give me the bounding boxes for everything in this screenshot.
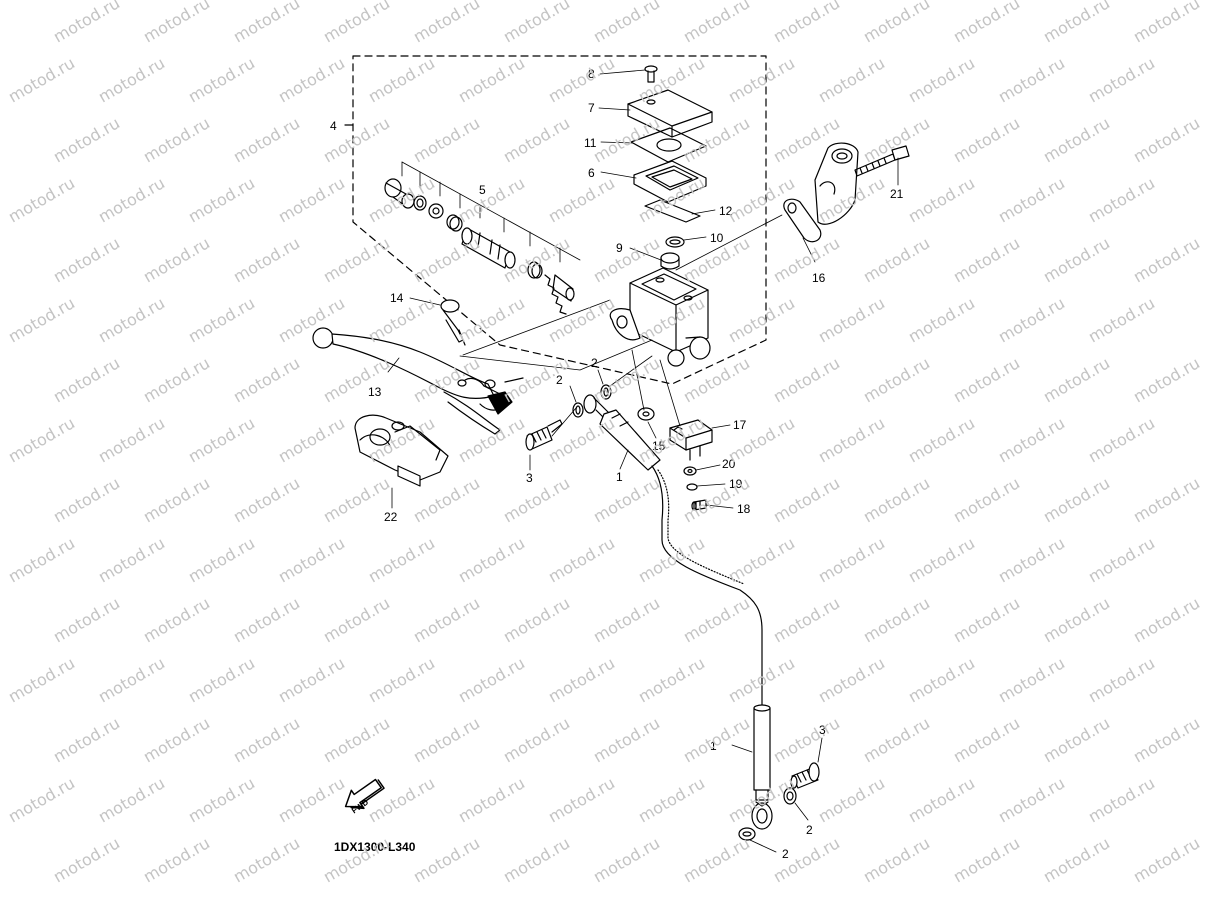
pivot-bolt (440, 299, 466, 346)
spring (544, 274, 575, 315)
diaphragm (633, 160, 707, 203)
callout-17: 17 (733, 418, 747, 432)
master-cylinder (609, 267, 711, 367)
washer-15 (637, 407, 655, 421)
cup-seal (527, 261, 543, 279)
seal (446, 214, 463, 232)
brake-hose-lower (751, 704, 773, 830)
clamp-bolt (854, 145, 910, 177)
callout-20: 20 (722, 457, 736, 471)
fwd-arrow-icon (344, 778, 385, 810)
copper-washer-a (572, 402, 584, 418)
callout-2-a: 2 (556, 373, 563, 387)
callout-14: 14 (390, 291, 404, 305)
callout-2-b: 2 (591, 356, 598, 370)
callout-18: 18 (737, 502, 751, 516)
callout-9: 9 (616, 241, 623, 255)
lever-guard (354, 414, 449, 487)
callout-3-b: 3 (819, 723, 826, 737)
callout-6: 6 (588, 166, 595, 180)
cap-plate (630, 127, 707, 163)
piston (461, 227, 516, 269)
callout-2-d: 2 (782, 847, 789, 861)
callout-1-b: 1 (710, 739, 717, 753)
washer-a (428, 203, 444, 219)
reservoir-cap (627, 89, 713, 138)
dust-boot (384, 178, 415, 209)
brake-switch (659, 359, 713, 461)
washer-20 (683, 466, 697, 476)
copper-washer-d (738, 827, 756, 841)
brake-hose-upper (583, 394, 763, 706)
callout-3-a: 3 (526, 471, 533, 485)
callout-15: 15 (652, 439, 666, 453)
callout-11: 11 (584, 136, 597, 150)
float-diaphragm (660, 252, 680, 270)
clamp-bracket (814, 142, 859, 225)
callout-22: 22 (384, 510, 398, 524)
callout-1-a: 1 (616, 470, 623, 484)
circlip (413, 195, 427, 211)
callout-8: 8 (588, 67, 595, 81)
diagram-code: 1DX1300-L340 (334, 840, 416, 854)
callout-10: 10 (710, 231, 724, 245)
callout-19: 19 (729, 477, 743, 491)
callout-4: 4 (330, 119, 337, 133)
callout-2-c: 2 (806, 823, 813, 837)
union-bolt-upper (525, 419, 563, 451)
clamp-holder (783, 198, 822, 263)
brake-lever (312, 327, 524, 435)
copper-washer-b (600, 384, 612, 400)
callout-21: 21 (890, 187, 904, 201)
copper-washer-c (783, 787, 797, 805)
washer-19 (686, 483, 698, 491)
assembly-boundary (352, 55, 767, 385)
float-plate (644, 199, 701, 223)
callout-12: 12 (719, 204, 733, 218)
union-bolt-lower (790, 762, 820, 789)
callout-16: 16 (812, 271, 826, 285)
cap-screw (644, 65, 658, 83)
piston-kit (384, 161, 581, 315)
callout-13: 13 (368, 385, 382, 399)
protector-ring (665, 236, 685, 248)
callout-5: 5 (479, 183, 486, 197)
screw-18 (691, 499, 707, 511)
callout-7: 7 (588, 101, 595, 115)
